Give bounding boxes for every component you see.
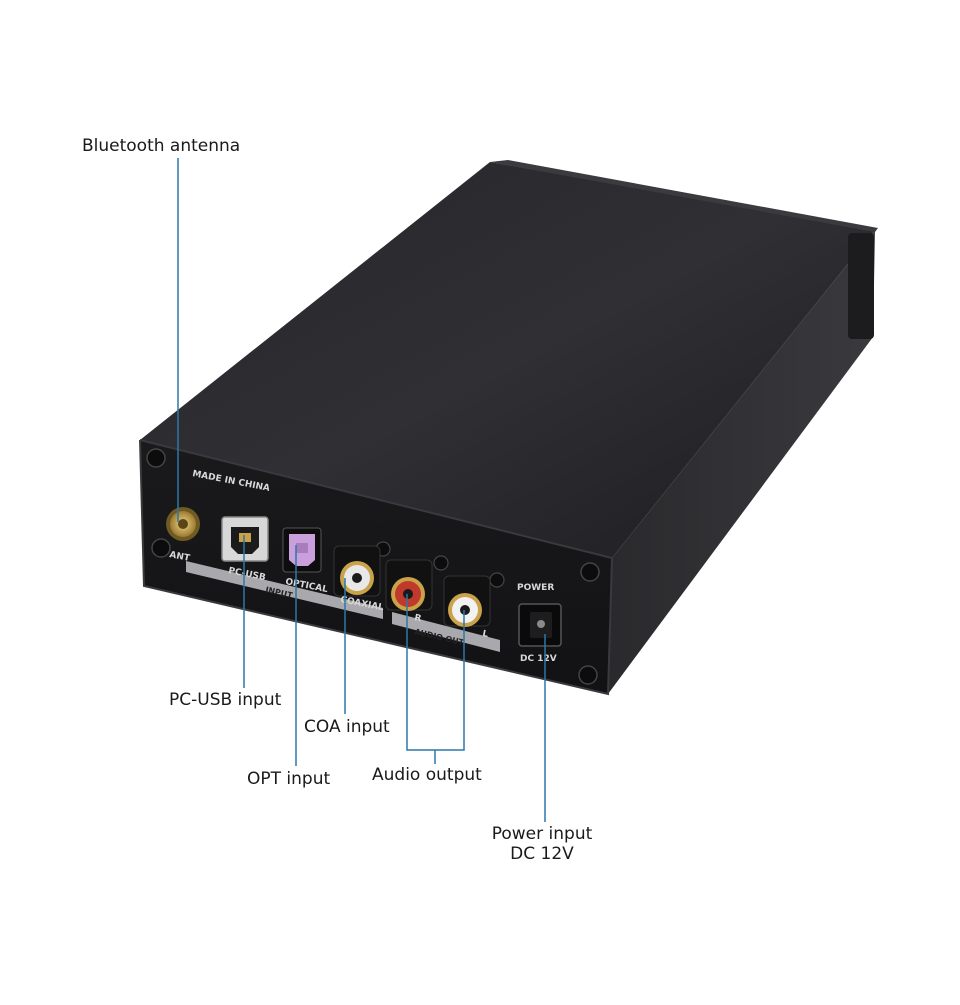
r-label: R: [413, 613, 422, 624]
power-label: POWER: [517, 583, 554, 593]
audio-out-r-port: [385, 559, 433, 611]
l-label: L: [481, 629, 489, 640]
dc12v-label: DC 12V: [520, 654, 557, 664]
callout-pc-usb-input: PC-USB input: [169, 690, 282, 710]
audio-out-band: [392, 612, 500, 652]
input-band: [186, 561, 383, 619]
callout-power-line1: Power input: [491, 824, 593, 844]
front-screws: [146, 448, 600, 685]
callout-power-line2: DC 12V: [510, 844, 574, 864]
usb-b-port: [221, 516, 269, 562]
callout-opt-input: OPT input: [247, 769, 331, 789]
power-dc-jack: [518, 603, 562, 647]
audio-out-l-port: [443, 575, 491, 627]
leader-lines: [177, 158, 546, 822]
device-top: [140, 162, 875, 558]
callout-audio-output: Audio output: [372, 765, 482, 785]
coaxial-rca-port: [333, 545, 381, 597]
callout-coa-input: COA input: [304, 717, 390, 737]
callout-power-input: Power input DC 12V: [492, 824, 593, 864]
ant-label: ANT: [168, 550, 191, 564]
callout-bluetooth-antenna: Bluetooth antenna: [82, 136, 241, 156]
optical-port: [282, 527, 322, 573]
antenna-connector: [166, 507, 200, 541]
device-rear-cap: [490, 160, 878, 232]
device-side: [608, 230, 875, 694]
device-end-cap: [848, 233, 874, 339]
